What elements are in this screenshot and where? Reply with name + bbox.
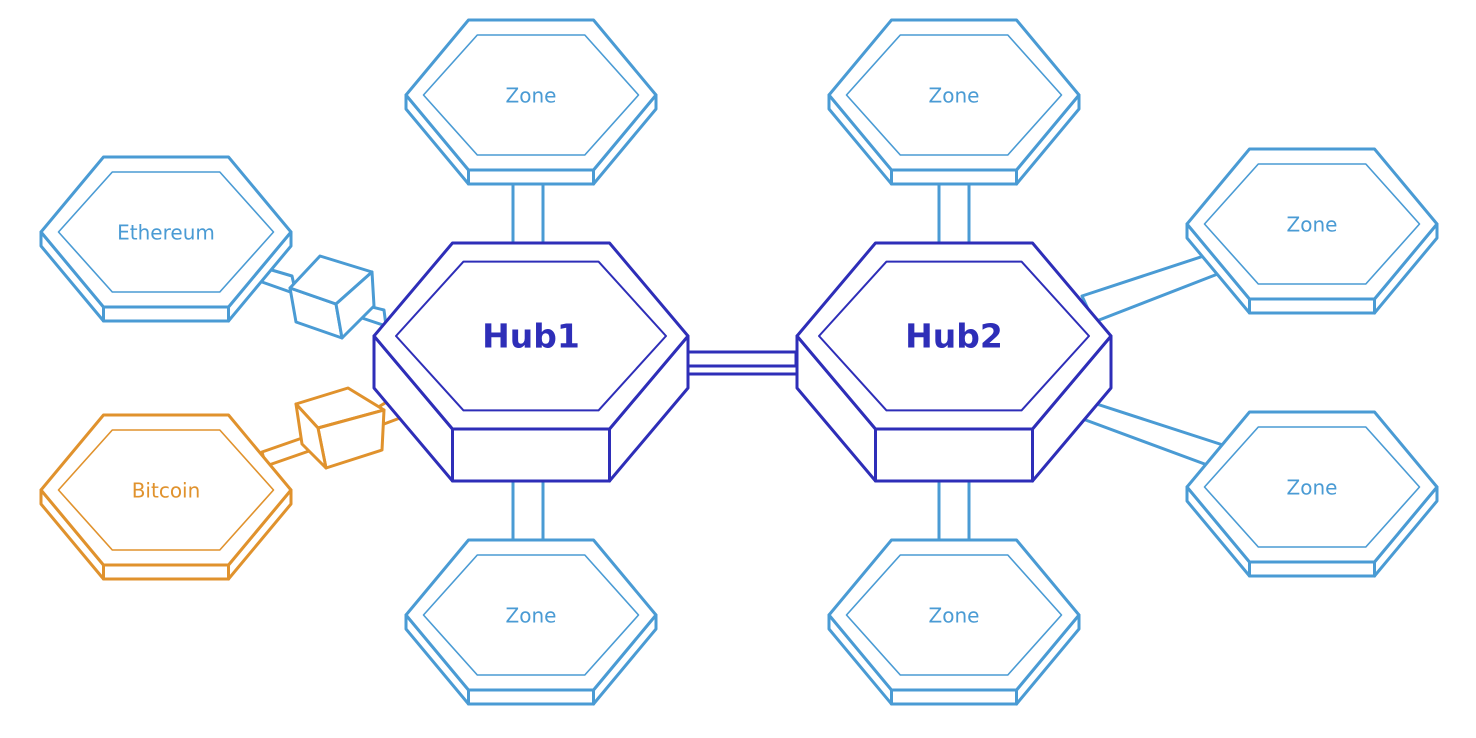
hub-label-hub2: Hub2 (905, 317, 1003, 356)
chain-zone-hub2-bottom-inner-outline (845, 554, 1063, 676)
chain-label-zone-hub2-top: Zone (929, 84, 980, 108)
hub-hub1-side-face (451, 427, 611, 483)
chain-label-zone-hub2-bottom: Zone (929, 604, 980, 628)
bitcoin-peg-zone-cube-side (294, 402, 328, 470)
chain-zone-hub2-upper-right-inner-outline (1203, 163, 1421, 285)
chain-zone-hub2-lower-right-inner-outline (1203, 426, 1421, 548)
hub-hub1: Hub1 (372, 241, 690, 483)
chain-zone-hub1-top-inner-outline (422, 34, 640, 156)
chain-ethereum-side-face (102, 305, 230, 323)
connector-hub1-hub2 (678, 350, 806, 376)
chain-label-zone-hub2-lower-right: Zone (1287, 476, 1338, 500)
chain-zone-hub2-top-inner-outline (845, 34, 1063, 156)
chain-zone-hub1-bottom: Zone (404, 538, 658, 706)
chain-ethereum: Ethereum (39, 155, 293, 323)
chain-zone-hub2-bottom-side-face (890, 688, 1018, 706)
chain-zone-hub1-top: Zone (404, 18, 658, 186)
chain-zone-hub1-top-side-face (467, 168, 595, 186)
chain-bitcoin: Bitcoin (39, 413, 293, 581)
chain-zone-hub2-lower-right-side-face (1248, 560, 1376, 578)
chain-bitcoin-side-face (102, 563, 230, 581)
hub-hub2-side-face (874, 427, 1034, 483)
chain-ethereum-inner-outline (57, 171, 275, 293)
bitcoin-peg-bridge (260, 386, 418, 470)
chain-bitcoin-inner-outline (57, 429, 275, 551)
chain-zone-hub1-bottom-inner-outline (422, 554, 640, 676)
chain-label-zone-hub1-top: Zone (506, 84, 557, 108)
ethereum-peg-zone-cube-side (334, 270, 376, 340)
ethereum-peg-bridge (256, 254, 388, 340)
chain-label-ethereum: Ethereum (117, 221, 215, 245)
hub-hub2: Hub2 (795, 241, 1113, 483)
chain-label-zone-hub1-bottom: Zone (506, 604, 557, 628)
hub-hub1-inner-outline (395, 260, 667, 412)
chain-zone-hub2-top-side-face (890, 168, 1018, 186)
chain-zone-hub2-top: Zone (827, 18, 1081, 186)
hub-label-hub1: Hub1 (482, 317, 580, 356)
chain-zone-hub2-upper-right-side-face (1248, 297, 1376, 315)
chain-label-bitcoin: Bitcoin (132, 479, 201, 503)
chain-zone-hub1-bottom-side-face (467, 688, 595, 706)
chain-label-zone-hub2-upper-right: Zone (1287, 213, 1338, 237)
chain-zone-hub2-upper-right: Zone (1185, 147, 1439, 315)
hub-hub2-inner-outline (818, 260, 1090, 412)
chain-zone-hub2-bottom: Zone (827, 538, 1081, 706)
chain-zone-hub2-lower-right: Zone (1185, 410, 1439, 578)
